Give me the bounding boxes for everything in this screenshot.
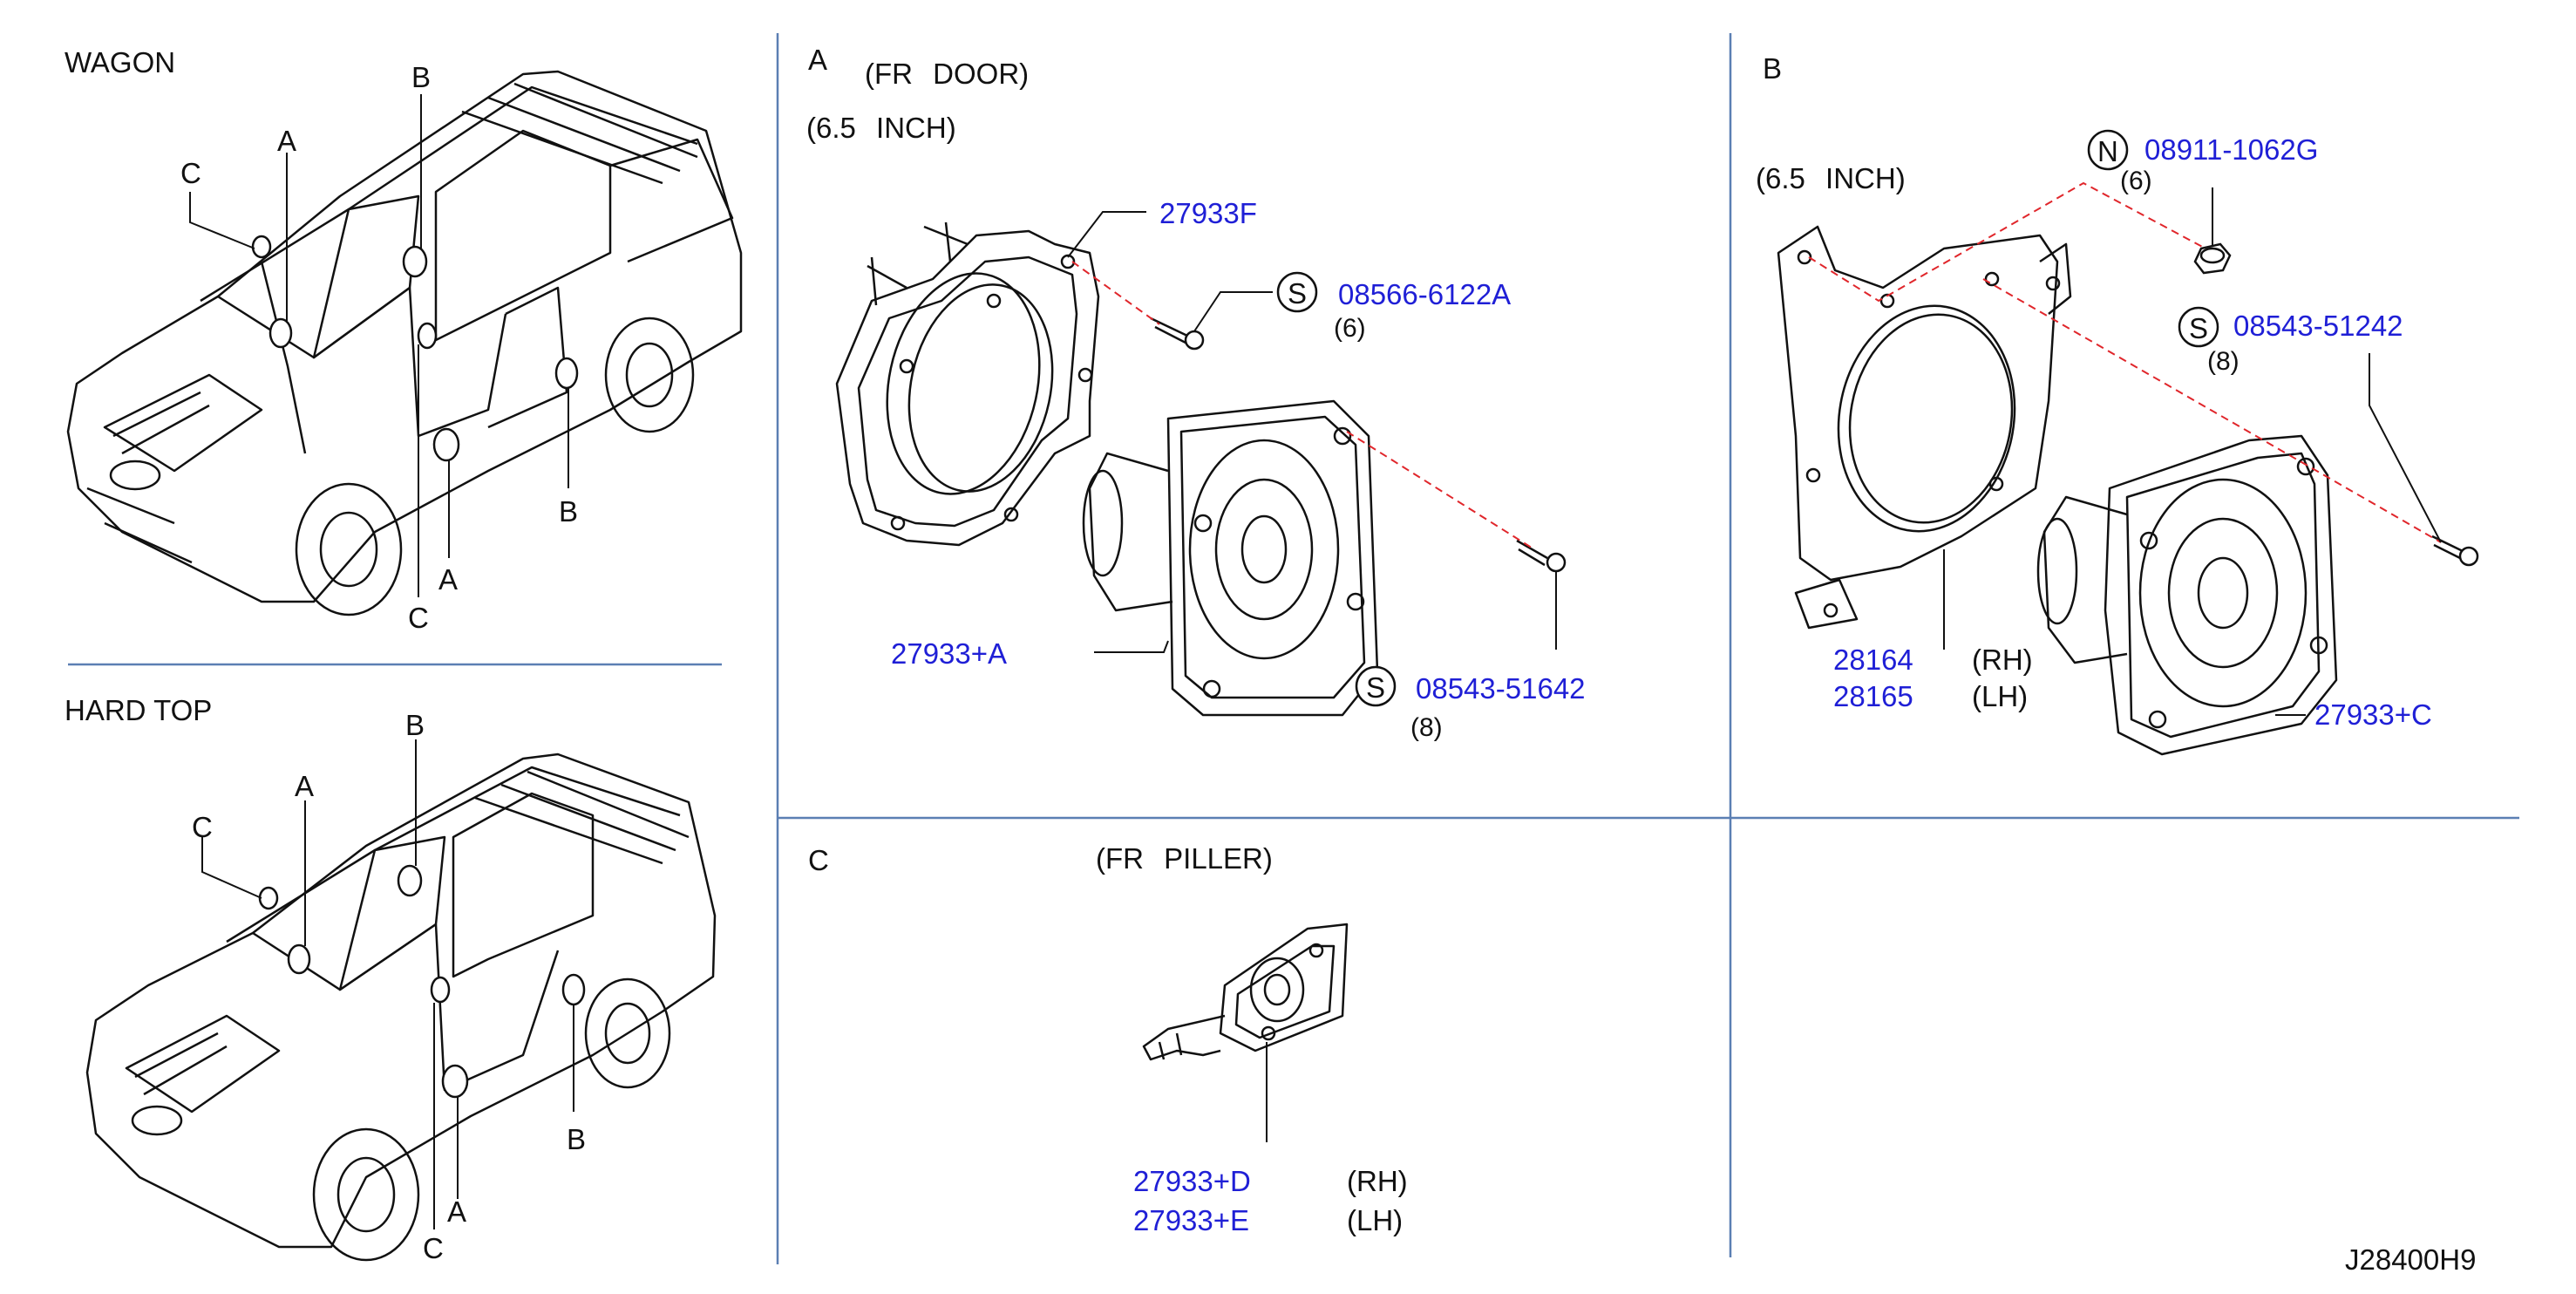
panel-a-caption: (FR DOOR) (865, 58, 1030, 90)
wagon-marker-c-lower: C (408, 602, 429, 634)
s-symbol-circle (1355, 665, 1397, 707)
panel-b-bracket-rh-side: (RH) (1972, 644, 2033, 676)
panel-b-screw-qty: (8) (2207, 347, 2240, 376)
part-number-28164[interactable]: 28164 (1833, 644, 1913, 676)
panel-a-screw-long (1516, 539, 1567, 573)
panel-dividers (68, 33, 2519, 1264)
panel-a-letter: A (808, 44, 828, 76)
panel-a-size: (6.5 INCH) (806, 112, 956, 144)
hardtop-leaders (201, 739, 574, 1229)
panel-b-screw (2431, 535, 2479, 567)
part-number-27933f[interactable]: 27933F (1159, 197, 1257, 229)
panel-b-nut (2193, 242, 2232, 275)
hardtop-marker-a-lower: A (447, 1195, 467, 1228)
panel-b-symbols (2087, 129, 2219, 348)
panel-a-bracket-drawing (835, 221, 1100, 547)
hardtop-speaker-spots (258, 864, 586, 1099)
part-number-08566-6122a[interactable]: 08566-6122A (1338, 278, 1512, 310)
part-number-08911-1062g[interactable]: 08911-1062G (2144, 133, 2319, 166)
panel-c-letter: C (808, 844, 829, 876)
n-symbol-circle (2087, 129, 2129, 171)
part-number-08543-51642[interactable]: 08543-51642 (1416, 672, 1586, 705)
s-symbol-circle (1276, 271, 1318, 313)
panel-b-dashed-leaders (1808, 181, 2442, 543)
wagon-marker-b: B (411, 61, 432, 93)
panel-c-tweeter-lh-side: (LH) (1347, 1204, 1404, 1236)
hardtop-title: HARD TOP (65, 694, 213, 726)
part-number-27933-e[interactable]: 27933+E (1133, 1204, 1250, 1236)
hardtop-vehicle-drawing (85, 753, 717, 1262)
wagon-marker-a-lower: A (438, 563, 459, 596)
s-symbol-circle (2178, 306, 2219, 348)
panel-a-symbols (1276, 271, 1397, 707)
panel-a-screw2-qty: (8) (1410, 713, 1443, 742)
hardtop-marker-b-lower: B (567, 1123, 587, 1155)
hardtop-marker-b: B (405, 709, 425, 741)
panel-b-nut-qty: (6) (2120, 167, 2152, 195)
wagon-marker-a: A (277, 125, 297, 157)
wagon-vehicle-drawing (66, 70, 743, 616)
panel-b-leaders (1943, 187, 2442, 716)
panel-a-screw-qty: (6) (1334, 314, 1366, 343)
panel-b-nut-symbol: N (2097, 135, 2118, 167)
wagon-leaders (189, 94, 569, 597)
panel-a-screw2-symbol: S (1366, 671, 1386, 704)
panel-a-speaker-drawing (1082, 399, 1379, 717)
panel-c-tweeter-rh-side: (RH) (1347, 1165, 1408, 1197)
wagon-marker-b-lower: B (559, 495, 579, 528)
panel-a-leaders (1067, 211, 1557, 653)
hardtop-marker-a: A (295, 770, 315, 802)
wagon-marker-c: C (180, 157, 201, 189)
drawing-id: J28400H9 (2345, 1243, 2477, 1276)
panel-c-caption: (FR PILLER) (1096, 842, 1273, 875)
panel-b-letter: B (1763, 52, 1783, 85)
panel-b-size: (6.5 INCH) (1756, 162, 1906, 194)
panel-b-bracket-drawing (1777, 225, 2072, 630)
hardtop-marker-c: C (192, 811, 213, 843)
part-number-27933-c[interactable]: 27933+C (2314, 698, 2432, 731)
part-number-27933-a[interactable]: 27933+A (891, 637, 1008, 670)
panel-c-tweeter-drawing (1142, 923, 1349, 1061)
wagon-speaker-spots (251, 235, 579, 462)
part-number-28165[interactable]: 28165 (1833, 680, 1913, 712)
hardtop-marker-c-lower: C (423, 1232, 444, 1264)
part-number-27933-d[interactable]: 27933+D (1133, 1165, 1251, 1197)
panel-b-bracket-lh-side: (LH) (1972, 680, 2029, 712)
wagon-title: WAGON (65, 46, 176, 78)
panel-b-screw-symbol: S (2189, 312, 2209, 344)
panel-a-dashed-leaders (1071, 261, 1535, 550)
part-number-08543-51242[interactable]: 08543-51242 (2233, 310, 2403, 342)
panel-a-screw-symbol: S (1288, 277, 1308, 310)
panel-b-speaker-drawing (2036, 434, 2338, 756)
